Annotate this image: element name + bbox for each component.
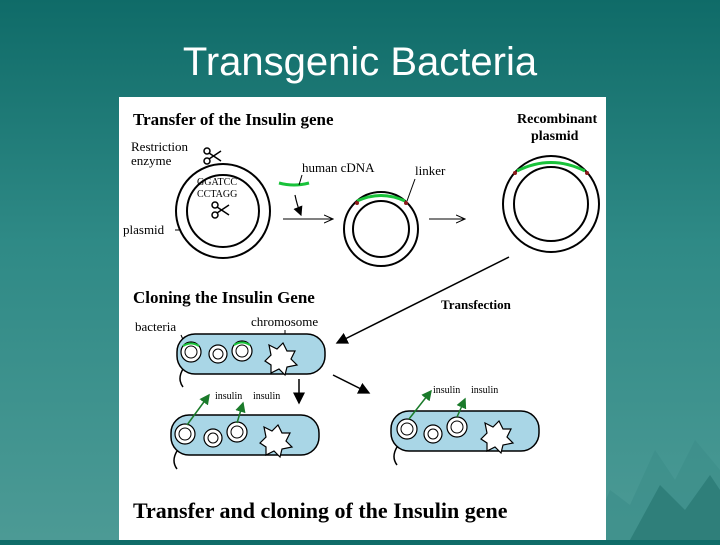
label-restriction-line2: enzyme [131, 153, 172, 168]
label-chromosome: chromosome [251, 314, 318, 329]
label-seq-top: GGATCC [197, 177, 237, 188]
figure-svg: Transfer of the Insulin gene Recombinant… [123, 110, 600, 523]
middle-plasmid [343, 191, 419, 267]
mountain-decoration [590, 440, 720, 540]
insulin-gene-figure: Transfer of the Insulin gene Recombinant… [119, 97, 606, 540]
arrow-transfection [335, 256, 510, 344]
label-insulin-4: insulin [471, 385, 498, 396]
arrow-diagonal-bacterium [332, 374, 371, 394]
insulin-arrow-3 [408, 389, 432, 420]
linker-pointer [406, 178, 416, 202]
label-insulin-1: insulin [215, 391, 242, 402]
bacterium-bottom-left [170, 414, 320, 470]
bacterium-top [176, 333, 326, 388]
scissors-icon [211, 201, 230, 219]
heading-cloning: Cloning the Insulin Gene [133, 288, 315, 307]
label-linker: linker [415, 163, 446, 178]
insulin-arrow-2 [235, 401, 246, 424]
recombinant-plasmid [502, 155, 600, 253]
label-seq-bottom: CCTAGG [197, 189, 237, 200]
label-insulin-2: insulin [253, 391, 280, 402]
insulin-arrow-4 [456, 397, 467, 418]
label-insulin-3: insulin [433, 385, 460, 396]
label-plasmid: plasmid [123, 222, 165, 237]
figure-caption: Transfer and cloning of the Insulin gene [133, 498, 508, 523]
cdna-pointer [298, 174, 303, 186]
label-bacteria: bacteria [135, 319, 176, 334]
cdna-fragment [278, 181, 310, 187]
label-recombinant-line2: plasmid [531, 129, 579, 144]
plasmid-circle [175, 163, 271, 259]
insulin-arrow-1 [186, 393, 210, 426]
label-transfection: Transfection [441, 297, 512, 312]
heading-transfer: Transfer of the Insulin gene [133, 110, 334, 129]
label-recombinant-line1: Recombinant [517, 112, 597, 127]
arrow-down-cdna [293, 194, 303, 217]
bacterium-bottom-right [390, 410, 540, 466]
slide-title: Transgenic Bacteria [182, 40, 538, 84]
scissors-icon [203, 147, 222, 165]
label-restriction-line1: Restriction [131, 139, 189, 154]
label-human-cdna: human cDNA [302, 160, 375, 175]
